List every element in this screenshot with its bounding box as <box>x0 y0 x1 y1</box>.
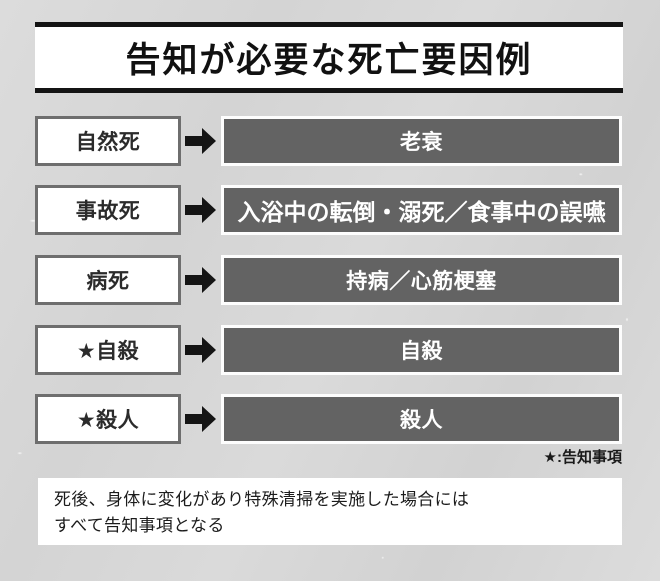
cause-value-text-5: 殺人 <box>400 409 443 432</box>
cause-label-text-4: ★自殺 <box>76 340 140 363</box>
arrow-right-icon <box>185 127 216 155</box>
cause-label-box-2: 事故死 <box>35 185 181 235</box>
cause-label-box-3: 病死 <box>35 255 181 305</box>
cause-value-box-3: 持病／心筋梗塞 <box>221 255 622 305</box>
arrow-right-icon <box>185 196 216 224</box>
legend-star-note: ★:告知事項 <box>543 449 622 466</box>
cause-value-box-4: 自殺 <box>221 325 622 375</box>
cause-label-box-1: 自然死 <box>35 116 181 166</box>
footnote-line-2: すべて告知事項となる <box>54 516 225 535</box>
cause-value-box-2: 入浴中の転倒・溺死／食事中の誤嚥 <box>221 185 622 235</box>
table-row: 自然死 老衰 <box>0 116 660 166</box>
footnote-line-1: 死後、身体に変化があり特殊清掃を実施した場合には <box>54 490 470 509</box>
cause-value-text-1: 老衰 <box>400 131 443 154</box>
arrow-right-icon <box>185 336 216 364</box>
table-row: ★殺人 殺人 <box>0 394 660 444</box>
cause-value-text-4: 自殺 <box>400 340 443 363</box>
footnote-box: 死後、身体に変化があり特殊清掃を実施した場合には すべて告知事項となる <box>38 478 622 545</box>
page-title: 告知が必要な死亡要因例 <box>125 41 533 80</box>
cause-label-text-2: 事故死 <box>75 200 141 223</box>
cause-value-box-1: 老衰 <box>221 116 622 166</box>
cause-value-text-2: 入浴中の転倒・溺死／食事中の誤嚥 <box>237 199 606 225</box>
cause-label-text-5: ★殺人 <box>76 409 140 432</box>
table-row: ★自殺 自殺 <box>0 325 660 375</box>
cause-value-box-5: 殺人 <box>221 394 622 444</box>
cause-label-box-5: ★殺人 <box>35 394 181 444</box>
cause-label-text-1: 自然死 <box>75 131 141 154</box>
title-banner: 告知が必要な死亡要因例 <box>35 22 623 93</box>
arrow-right-icon <box>185 405 216 433</box>
table-row: 事故死 入浴中の転倒・溺死／食事中の誤嚥 <box>0 185 660 235</box>
cause-label-box-4: ★自殺 <box>35 325 181 375</box>
table-row: 病死 持病／心筋梗塞 <box>0 255 660 305</box>
cause-label-text-3: 病死 <box>86 270 130 293</box>
cause-value-text-3: 持病／心筋梗塞 <box>346 270 497 293</box>
arrow-right-icon <box>185 266 216 294</box>
